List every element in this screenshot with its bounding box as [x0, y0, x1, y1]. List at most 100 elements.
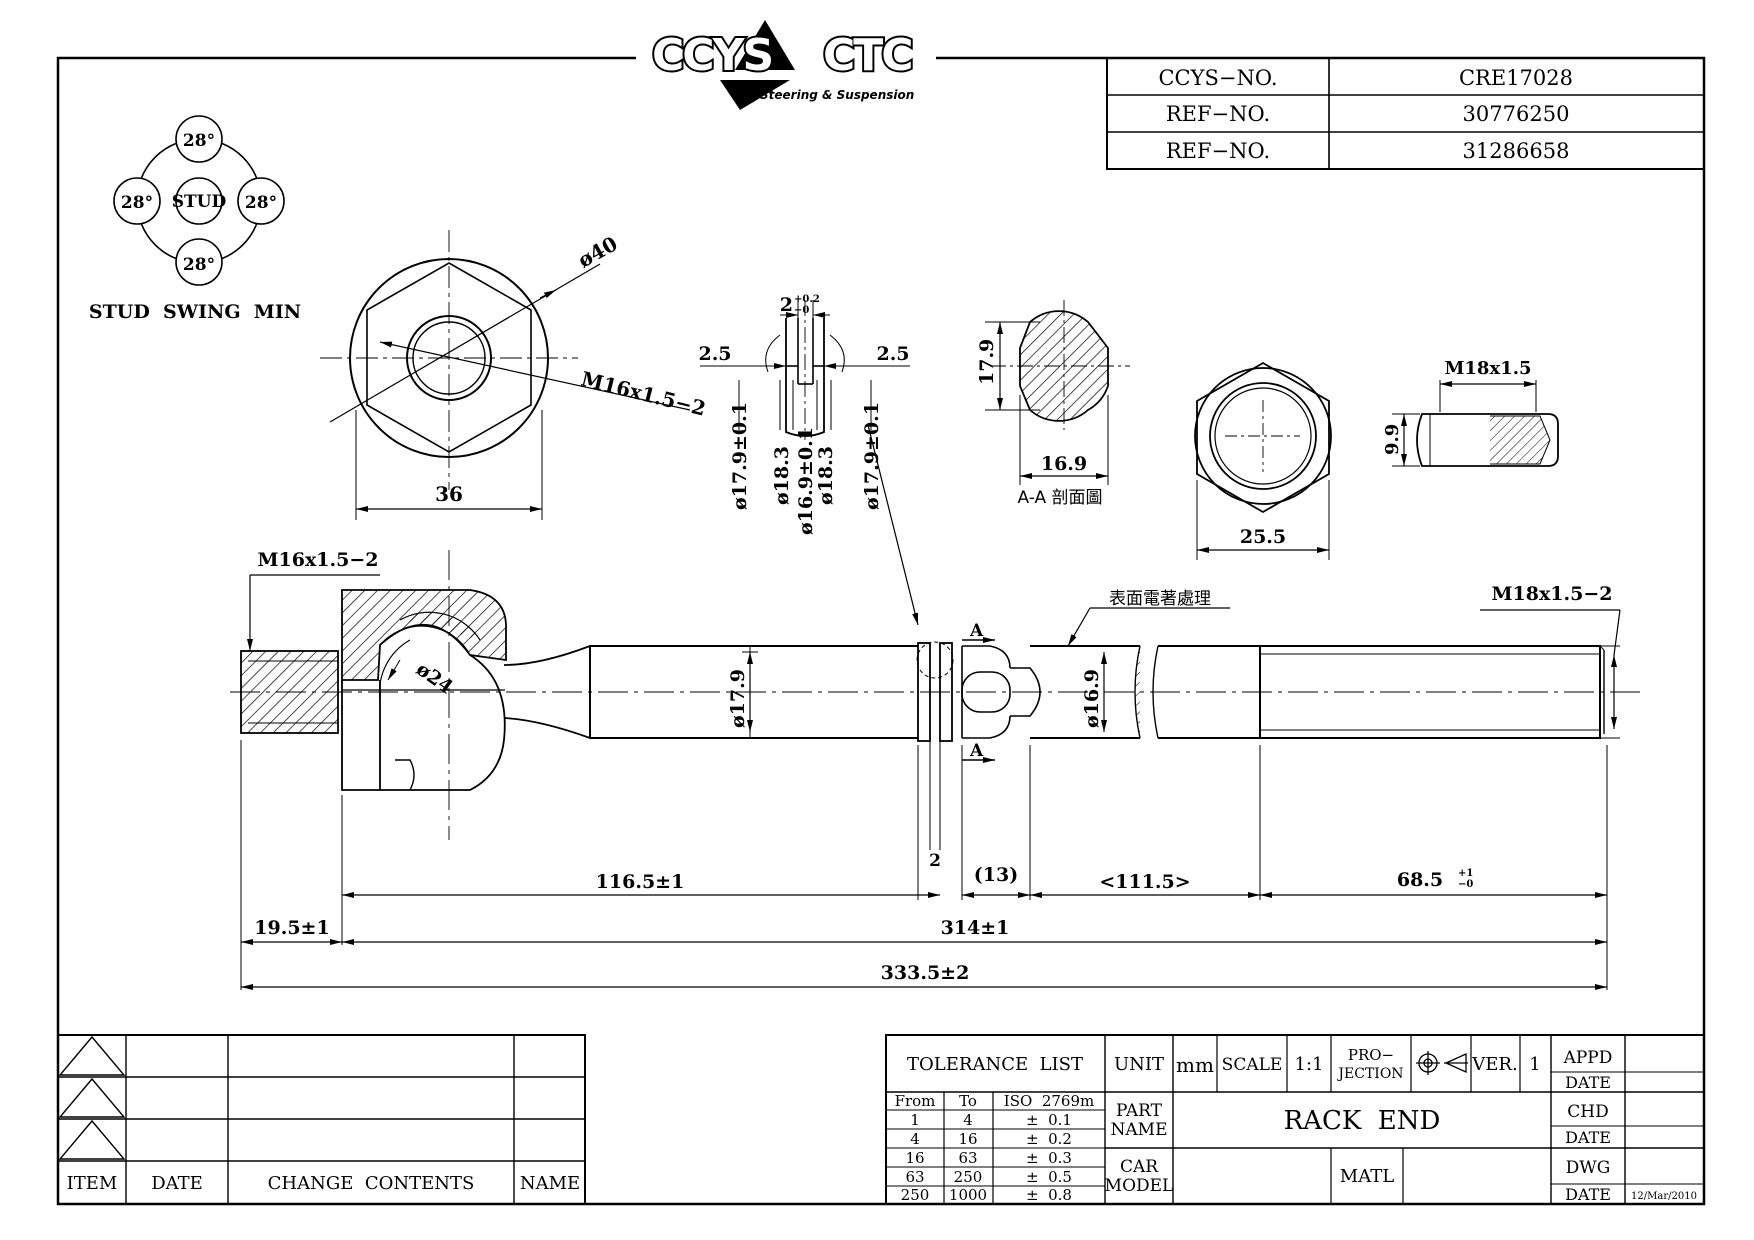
dim-111-5: <111.5>: [1099, 871, 1190, 893]
dim-13: (13): [974, 864, 1018, 886]
chd-label: CHD: [1567, 1102, 1608, 1122]
dim-68-5-tol-lower: −0: [1458, 879, 1473, 890]
rev-header-name: NAME: [520, 1173, 580, 1194]
housing-end-view: ø40 M16x1.5−2 36: [320, 230, 708, 520]
tol-row-4-from: 63: [905, 1168, 924, 1186]
logo-brand-right: CTC: [823, 30, 912, 81]
unit-label: UNIT: [1114, 1054, 1164, 1075]
unit-value: mm: [1176, 1053, 1214, 1077]
dim-314: 314±1: [941, 917, 1010, 939]
projection-symbol-icon: [1416, 1051, 1468, 1075]
logo-brand-left: CCYS: [652, 30, 772, 81]
dim-section-width: 16.9: [1041, 453, 1087, 475]
dim-dia-179-left: ø17.9±0.1: [729, 402, 751, 510]
projection-label-2: JECTION: [1336, 1066, 1403, 1082]
ref-label-1: REF−NO.: [1166, 102, 1270, 126]
dim-19-5: 19.5±1: [254, 917, 329, 939]
swing-angle-left: 28°: [121, 193, 153, 213]
part-name-label-1: PART: [1116, 1101, 1163, 1121]
tol-row-3-tol: ± 0.3: [1026, 1149, 1072, 1167]
dim-jam-thread: M18x1.5: [1444, 358, 1531, 379]
jam-nut-side-view: M18x1.5 9.9: [1382, 358, 1559, 467]
rev-header-change: CHANGE CONTENTS: [268, 1173, 475, 1194]
dim-slot-tol-upper: +0.2: [794, 294, 820, 305]
dim-slot-tol-lower: −0: [794, 305, 809, 316]
stud-label: STUD: [172, 192, 227, 212]
tol-row-3-from: 16: [905, 1149, 924, 1167]
rev-header-date: DATE: [151, 1173, 203, 1194]
dim-slot-2: 2: [780, 294, 793, 316]
tol-header-iso: ISO 2769m: [1004, 1092, 1094, 1110]
tol-row-5-to: 1000: [949, 1186, 987, 1204]
dim-ball-dia-24: ø24: [412, 658, 457, 698]
rack-end-main-view: ø24 ø17.9 A A ø16.9: [230, 549, 1640, 850]
section-marker-a-bottom: A: [969, 741, 984, 761]
ref-label-2: REF−NO.: [1166, 139, 1270, 163]
dim-dia-183-right: ø18.3: [815, 446, 837, 505]
dwg-label: DWG: [1566, 1158, 1611, 1178]
car-model-label-2: MODEL: [1105, 1176, 1174, 1196]
linear-dimensions: 116.5±1 2 (13) <111.5> 68.5 +1 −0 19.5±1…: [240, 740, 1608, 990]
reference-table: CCYS−NO. CRE17028 REF−NO. 30776250 REF−N…: [1106, 57, 1705, 170]
version-value: 1: [1529, 1054, 1540, 1075]
tol-header-from: From: [895, 1092, 936, 1110]
dim-dia-179-right: ø17.9±0.1: [861, 402, 883, 510]
dim-jam-height: 9.9: [1382, 424, 1403, 455]
dim-groove-2: 2: [929, 851, 941, 871]
dim-dia-40: ø40: [574, 231, 622, 272]
scale-label: SCALE: [1222, 1055, 1283, 1075]
dim-68-5-tol-upper: +1: [1458, 868, 1473, 879]
tol-row-5-tol: ± 0.8: [1026, 1186, 1072, 1204]
appd-date-label: DATE: [1565, 1073, 1611, 1092]
surface-treatment-note: 表面電著處理: [1109, 589, 1211, 609]
chd-date-label: DATE: [1565, 1128, 1611, 1147]
tol-header-to: To: [959, 1092, 977, 1110]
section-marker-a-top: A: [969, 621, 984, 641]
tol-row-2-to: 16: [958, 1130, 977, 1148]
tol-row-1-to: 4: [963, 1111, 973, 1129]
tol-row-2-tol: ± 0.2: [1026, 1130, 1072, 1148]
dim-gap-left: 2.5: [698, 343, 731, 365]
dim-gap-right: 2.5: [876, 343, 909, 365]
groove-detail: 2 +0.2 −0 2.5 2.5 ø17.9±0.1 ø18.3 ø16.9±…: [698, 294, 919, 626]
version-label: VER.: [1471, 1054, 1517, 1075]
rev-header-item: ITEM: [67, 1173, 118, 1194]
dim-section-height: 17.9: [976, 339, 998, 385]
scale-value: 1:1: [1295, 1054, 1324, 1075]
dim-68-5: 68.5: [1397, 869, 1443, 891]
dim-dia-169: ø16.9±0.1: [795, 427, 817, 535]
tol-row-2-from: 4: [910, 1130, 920, 1148]
matl-label: MATL: [1340, 1166, 1394, 1187]
tol-row-4-to: 250: [954, 1168, 983, 1186]
dim-m16-main: M16x1.5−2: [258, 549, 379, 571]
drawing-border: [56, 56, 1706, 1206]
dim-width-36: 36: [435, 482, 463, 506]
tol-row-4-tol: ± 0.5: [1026, 1168, 1072, 1186]
company-logo: CCYS CTC Steering & Suspension: [636, 20, 936, 110]
projection-label-1: PRO−: [1348, 1046, 1394, 1064]
dim-m16-nut: M16x1.5−2: [579, 367, 708, 421]
dim-dia-183-left: ø18.3: [771, 446, 793, 505]
nut-view: 25.5: [1194, 361, 1332, 560]
dwg-date-label: DATE: [1565, 1185, 1611, 1204]
dim-shaft-dia-179: ø17.9: [727, 669, 749, 728]
tol-row-5-from: 250: [901, 1186, 930, 1204]
ref-value-2: 31286658: [1463, 139, 1570, 163]
stud-swing-caption: STUD SWING MIN: [89, 301, 301, 323]
car-model-label-1: CAR: [1120, 1157, 1159, 1177]
dwg-date-value: 12/Mar/2010: [1631, 1191, 1697, 1202]
tolerance-list-title: TOLERANCE LIST: [907, 1054, 1083, 1075]
ref-value-1: 30776250: [1463, 102, 1570, 126]
stud-swing-diagram: STUD 28° 28° 28° 28° STUD SWING MIN: [89, 115, 301, 323]
tol-row-3-to: 63: [958, 1149, 977, 1167]
section-a-a: 17.9 16.9 A-A 剖面圖: [976, 300, 1130, 508]
dim-333-5: 333.5±2: [881, 962, 970, 984]
dim-nut-width: 25.5: [1240, 526, 1286, 548]
dim-shaft-dia-169: ø16.9: [1081, 669, 1103, 728]
swing-angle-bottom: 28°: [183, 255, 215, 275]
revision-table: ITEM DATE CHANGE CONTENTS NAME: [57, 1034, 586, 1205]
ref-value-ccys: CRE17028: [1459, 66, 1573, 90]
swing-angle-right: 28°: [245, 193, 277, 213]
swing-angle-top: 28°: [183, 131, 215, 151]
dim-m18-main: M18x1.5−2: [1492, 583, 1613, 605]
